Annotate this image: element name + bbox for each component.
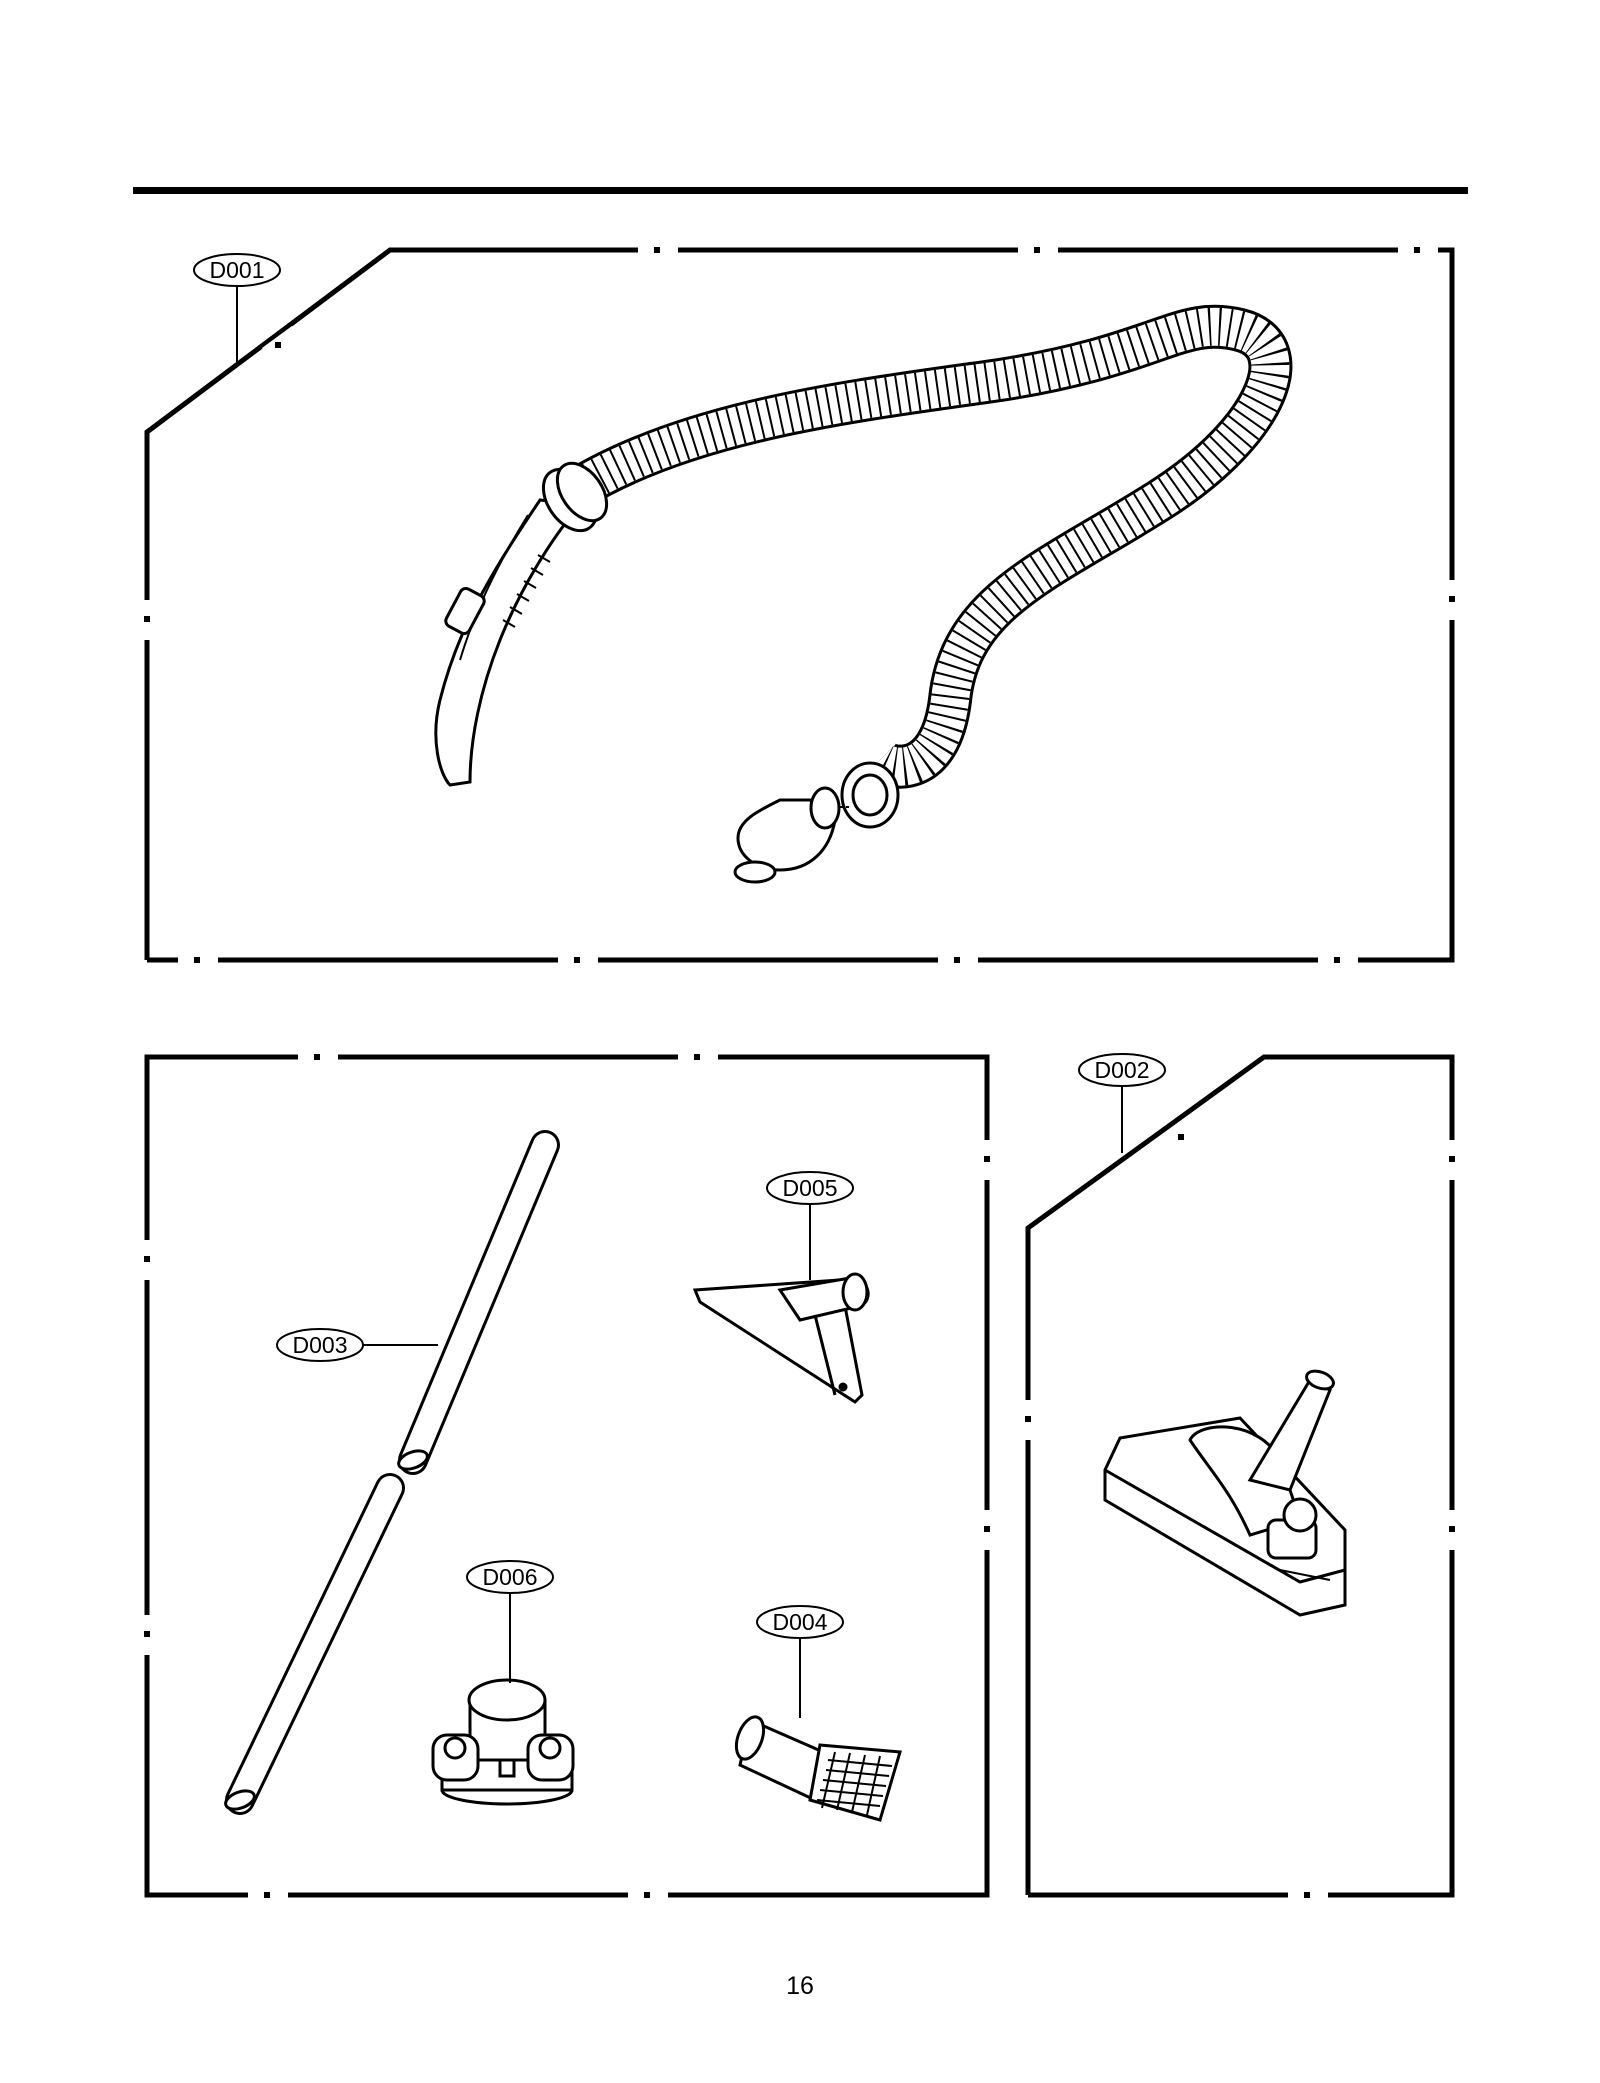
callout-d004-label: D004 — [773, 1609, 828, 1635]
callout-d002-label: D002 — [1095, 1057, 1150, 1083]
callout-d003: D003 — [276, 1328, 364, 1362]
dusting-brush-icon — [734, 1715, 902, 1822]
hose-assembly-icon — [434, 304, 1293, 884]
callout-d002: D002 — [1078, 1053, 1166, 1087]
callout-d004: D004 — [756, 1605, 844, 1639]
frame-accessories-dots — [144, 1054, 990, 1898]
callout-d006-label: D006 — [483, 1564, 538, 1590]
header-rule — [133, 187, 1468, 194]
frame-nozzle-dots — [1025, 1134, 1455, 1898]
frame-nozzle-group — [1025, 1054, 1455, 1898]
upholstery-nozzle-icon — [692, 1272, 870, 1404]
callout-d001: D001 — [193, 253, 281, 287]
callout-d005-label: D005 — [783, 1175, 838, 1201]
callout-d001-label: D001 — [210, 257, 265, 283]
callout-d003-label: D003 — [293, 1332, 348, 1358]
floor-nozzle-icon — [1103, 1369, 1347, 1617]
leader-lines — [236, 286, 1123, 1718]
frame-accessories-group — [144, 1054, 990, 1898]
frame-hose-dots — [144, 247, 1455, 963]
frame-hose-group — [144, 247, 1455, 963]
tool-holder-clip-icon — [431, 1678, 575, 1806]
extension-pipes-icon — [224, 1130, 560, 1815]
page-number: 16 — [786, 1972, 814, 2000]
callout-d005: D005 — [766, 1171, 854, 1205]
callout-d006: D006 — [466, 1560, 554, 1594]
